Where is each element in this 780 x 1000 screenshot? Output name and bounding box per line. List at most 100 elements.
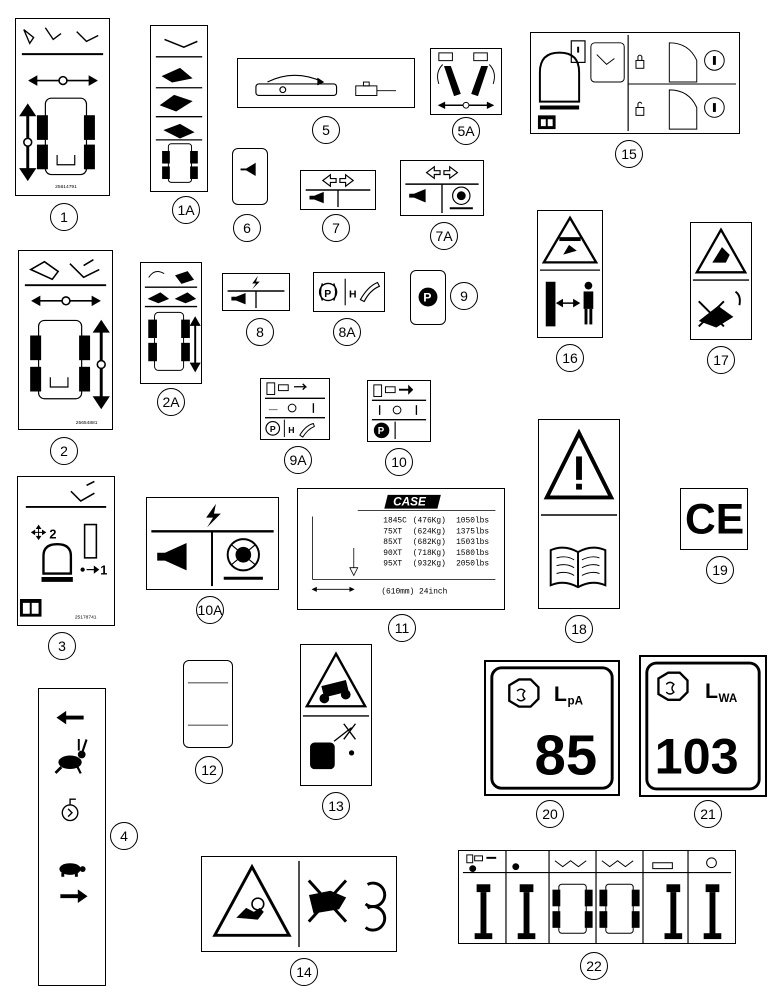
horn-icon	[231, 292, 246, 305]
load-diagram	[311, 516, 496, 592]
callout-18: 18	[565, 615, 593, 643]
label-main: L	[705, 679, 718, 703]
decal-16-crush-hazard	[537, 210, 603, 338]
capacity-table: 1845C (476Kg) 1050lbs 75XT (624Kg) 1375l…	[383, 516, 489, 568]
loader-arm-icons	[155, 38, 203, 141]
parking-brake-icon: P	[318, 282, 338, 302]
svg-text:(476Kg): (476Kg)	[413, 516, 446, 525]
decal-4-speed-control	[38, 688, 106, 986]
parking-brake-icon: P	[373, 422, 390, 439]
callout-20: 20	[536, 800, 564, 828]
decal-15-seat-bar-lock	[530, 32, 740, 134]
svg-text:1845C: 1845C	[383, 516, 407, 525]
left-right-arrow-icon	[28, 75, 98, 86]
beacon-icon	[223, 538, 263, 580]
hand-entanglement-icon	[236, 897, 265, 920]
decal-13-rollover-hazard	[300, 644, 372, 786]
arrow-1-label: 1	[100, 563, 107, 578]
decal-8a-parking-brake: P H	[313, 272, 385, 312]
callout-4: 4	[110, 822, 138, 850]
decal-17-hazard-no-lift	[690, 222, 752, 340]
callout-21: 21	[694, 800, 722, 828]
up-down-arrow-icon	[92, 319, 110, 410]
decal-22-control-pattern-strip	[458, 850, 736, 944]
person-icon	[583, 281, 594, 325]
callout-7: 7	[322, 214, 350, 242]
svg-text:1050lbs: 1050lbs	[456, 516, 489, 525]
decal-5-throttle	[237, 58, 415, 108]
hazard-figure-icon	[712, 247, 730, 263]
warning-triangle-icon	[541, 215, 599, 264]
joystick-handle-icons	[474, 884, 722, 940]
decal-12-blank-button	[183, 660, 233, 748]
callout-2: 2	[50, 437, 78, 465]
callout-11: 11	[388, 614, 416, 642]
decal-14-entanglement-hazard	[201, 856, 397, 952]
rotating-parts-icon	[364, 881, 387, 932]
label-sub: WA	[719, 692, 738, 705]
sound-hexagon-icon	[508, 678, 540, 708]
seat-icon	[538, 51, 581, 110]
callout-5a: 5A	[452, 117, 480, 145]
loader-arm-icons	[144, 270, 198, 308]
no-hand-icon	[307, 879, 348, 923]
decal-5a-joystick-pattern	[430, 48, 502, 115]
decal-3-seat-bar-controls: 2 1 25178741	[17, 476, 115, 626]
padlock-locked-icon	[635, 54, 645, 69]
seat-icon	[41, 542, 73, 582]
four-way-arrow-icon	[30, 524, 47, 541]
loader-topview-icon	[30, 319, 91, 400]
svg-text:(624Kg): (624Kg)	[413, 527, 446, 536]
throttle-lever-icon	[255, 74, 338, 97]
svg-text:90XT: 90XT	[383, 549, 402, 558]
bucket-curl-icon	[70, 480, 95, 503]
decal-1-loader-controls: 25614791	[15, 18, 110, 196]
decal-9-parking-brake-button: P	[410, 270, 446, 325]
turtle-slow-icon	[59, 863, 86, 877]
beacon-icon	[449, 186, 473, 210]
turn-signal-icon	[321, 173, 355, 188]
label-main: L	[554, 682, 567, 706]
callout-15: 15	[615, 140, 643, 168]
arrow-left-icon	[56, 710, 84, 725]
callout-10a: 10A	[196, 596, 224, 624]
arrow-2-label: 2	[49, 526, 56, 541]
parking-brake-icon: P	[418, 287, 438, 307]
callout-9a: 9A	[284, 446, 312, 474]
no-entry-operator-icon	[310, 723, 356, 770]
decal-8-horn-electric	[222, 273, 290, 311]
callout-10: 10	[385, 448, 413, 476]
sound-level-value: 103	[655, 727, 739, 784]
no-hand-lift-icon	[698, 290, 741, 328]
callout-6: 6	[233, 214, 261, 242]
callout-17: 17	[707, 346, 735, 374]
horn-icon	[157, 543, 187, 571]
operator-manual-icon	[19, 599, 42, 617]
parking-brake-icon: P	[265, 421, 281, 436]
seat-bar-icon	[590, 42, 625, 83]
electrical-bolt-icon	[252, 275, 260, 290]
decal-19-ce-mark: CE	[680, 488, 748, 550]
horn-icon	[309, 191, 324, 204]
handbrake-lever-icon	[299, 422, 315, 438]
operator-manual-icon	[549, 546, 607, 589]
svg-text:1375lbs: 1375lbs	[456, 527, 489, 536]
svg-text:P: P	[324, 289, 331, 300]
callout-19: 19	[706, 556, 734, 584]
svg-text:(718Kg): (718Kg)	[413, 549, 446, 558]
callout-8a: 8A	[333, 318, 361, 346]
ce-mark-icon: CE	[685, 496, 744, 544]
callout-13: 13	[322, 792, 350, 820]
label-sub: pA	[568, 695, 584, 708]
horn-icon	[409, 188, 426, 203]
part-number: 25614791	[55, 184, 77, 190]
brand-label: CASE	[393, 495, 427, 509]
callout-12: 12	[195, 756, 223, 784]
callout-3: 3	[48, 632, 76, 660]
sound-level-value: 85	[535, 724, 598, 787]
distance-label: (610mm) 24inch	[381, 587, 447, 596]
callout-5: 5	[312, 116, 340, 144]
part-number: 25654881	[76, 420, 98, 426]
crush-figure-icon	[559, 237, 581, 255]
warning-triangle-icon	[694, 227, 748, 274]
